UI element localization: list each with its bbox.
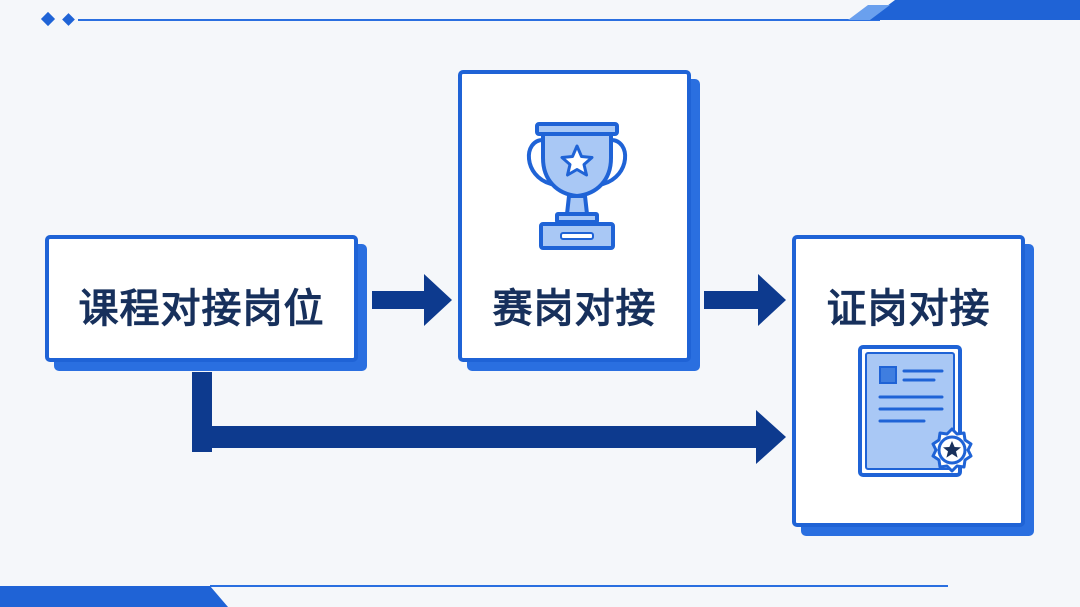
node-course: 课程对接岗位	[45, 235, 358, 362]
header-corner-stripe-light	[848, 5, 890, 20]
certificate-icon	[858, 345, 973, 477]
trophy-icon	[527, 122, 627, 250]
header-corner-stripe	[868, 0, 1080, 20]
node-certificate: 证岗对接	[792, 235, 1025, 527]
arrow-course-to-certificate	[192, 372, 786, 464]
footer-stripe	[0, 586, 228, 607]
node-course-label: 课程对接岗位	[78, 286, 325, 332]
node-competition-label: 赛岗对接	[492, 286, 657, 332]
seal-icon	[931, 427, 973, 473]
node-certificate-label: 证岗对接	[826, 286, 991, 332]
arrow-competition-to-certificate	[704, 274, 786, 326]
arrow-course-to-competition	[372, 274, 452, 326]
node-competition: 赛岗对接	[458, 70, 691, 362]
